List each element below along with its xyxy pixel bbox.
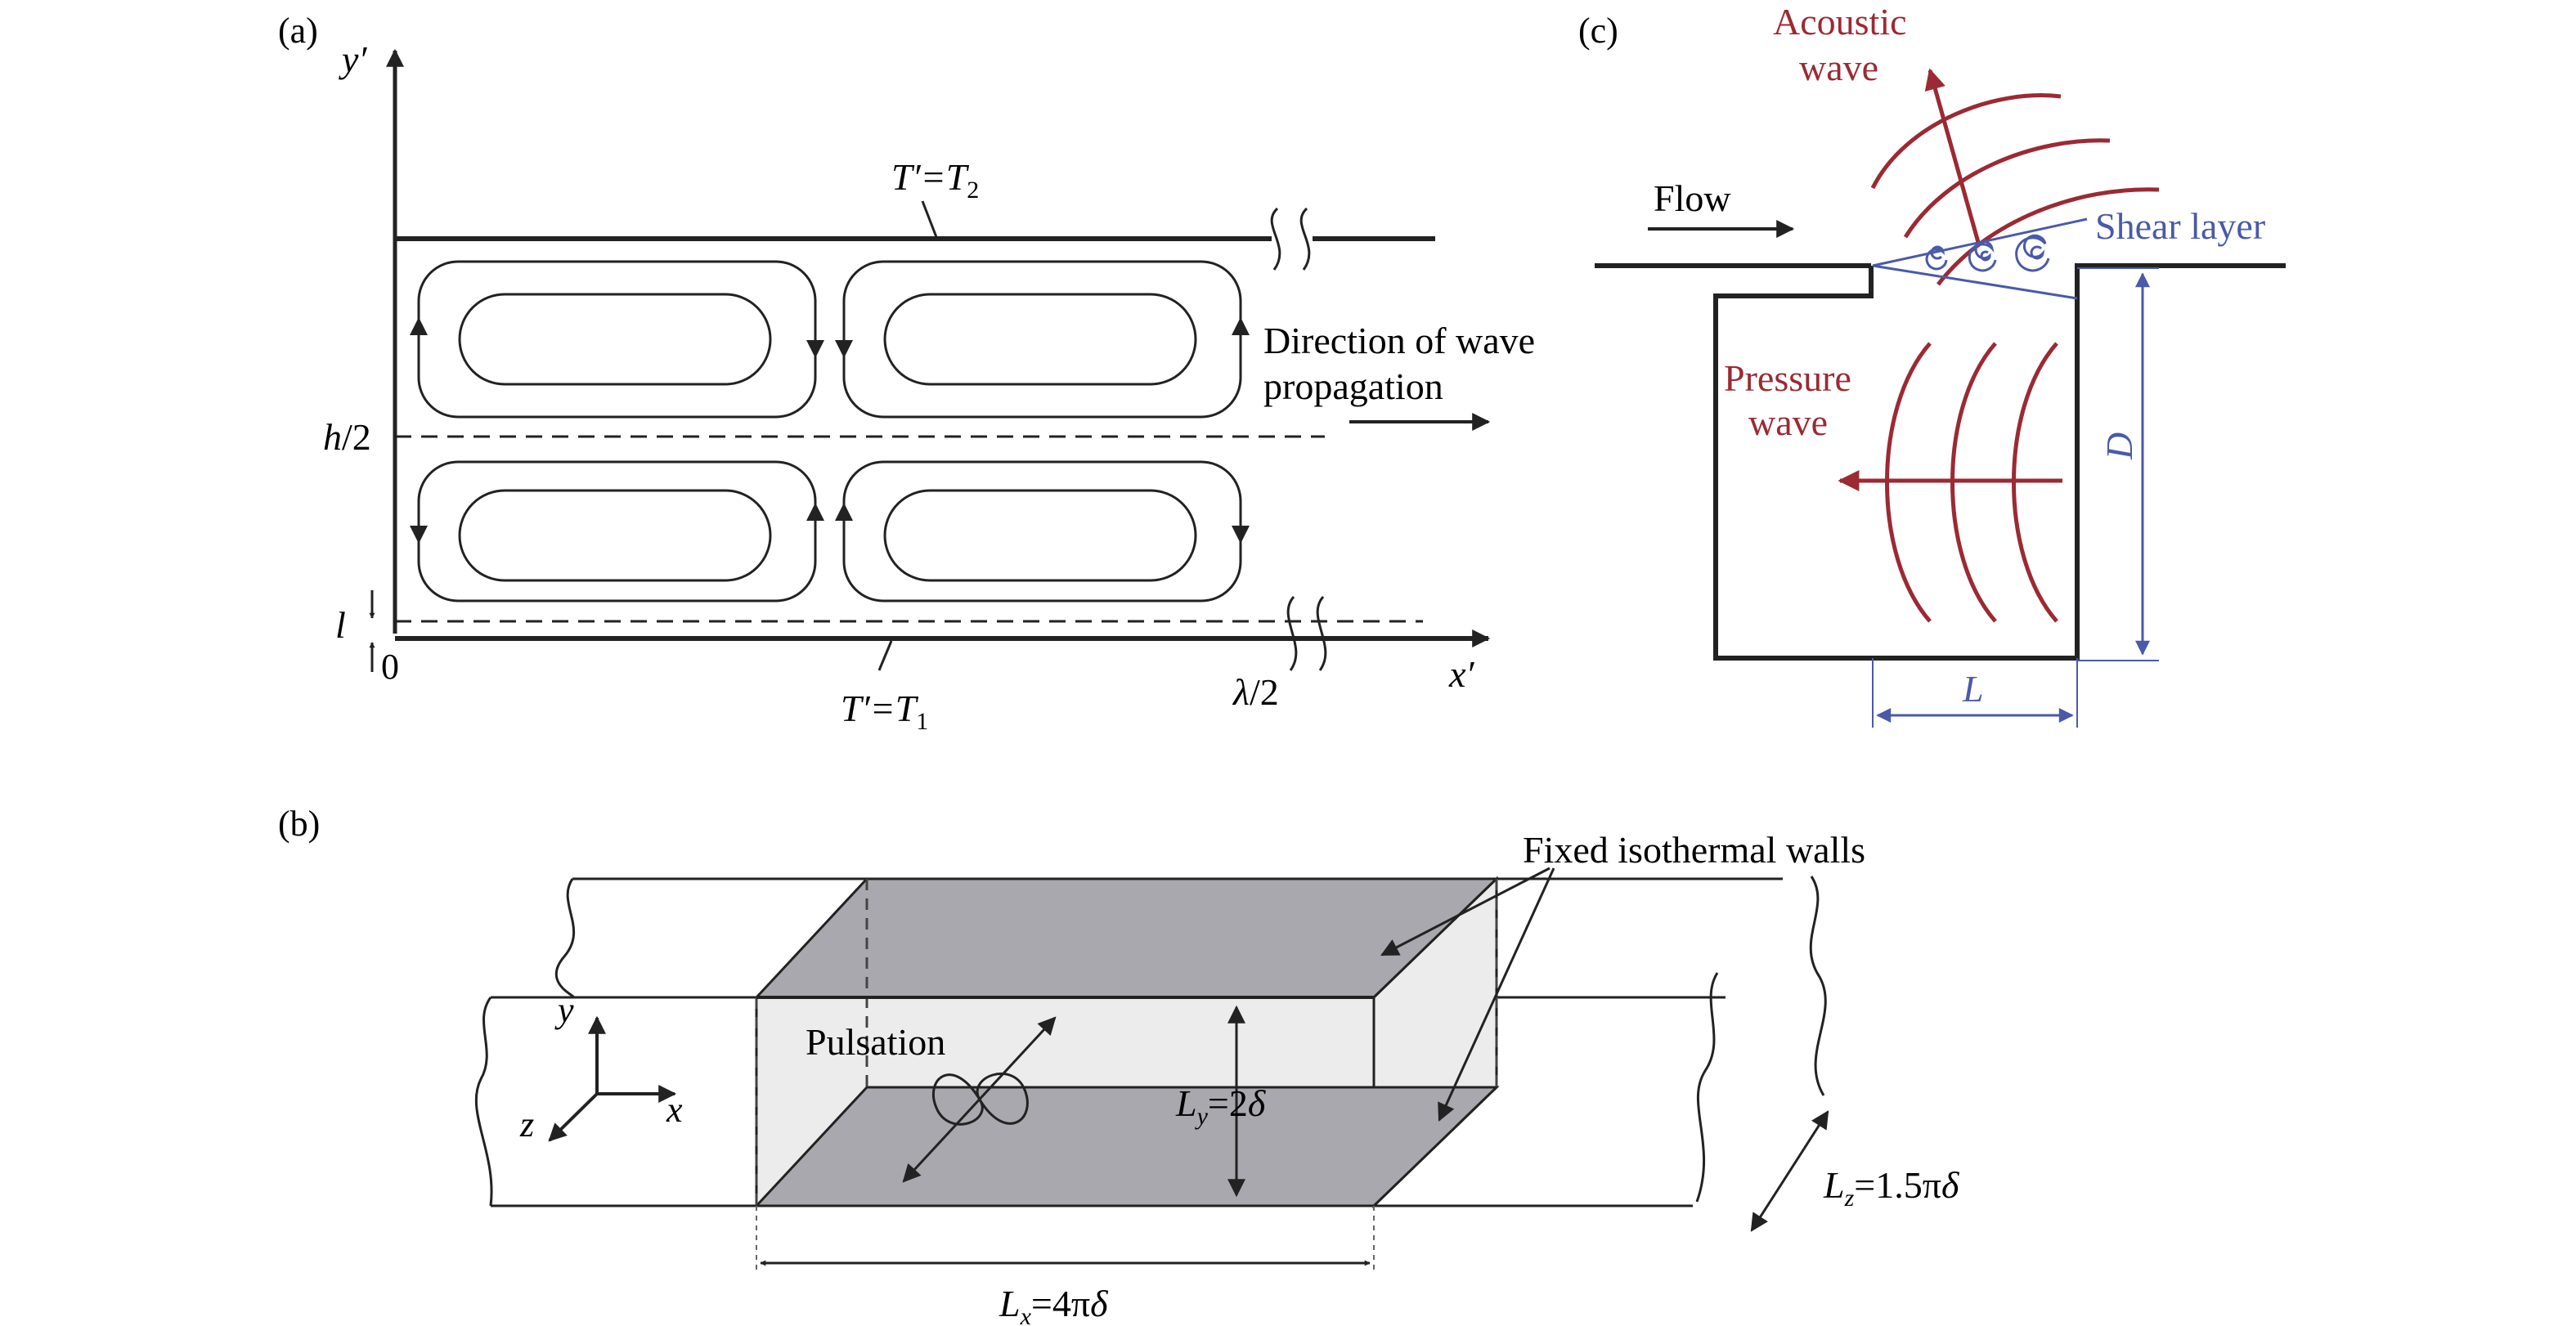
c-shear-layer-label: Shear layer xyxy=(2095,205,2265,247)
a-layer-label: l xyxy=(335,604,346,646)
c-pressure-line1: Pressure xyxy=(1724,357,1851,399)
c-flow-label: Flow xyxy=(1654,177,1731,219)
a-half-height-label: h/2 xyxy=(323,416,371,458)
a-x-axis-label: x′ xyxy=(1448,653,1474,695)
a-propagation-line1: Direction of wave xyxy=(1263,320,1535,361)
b-pulsation-label: Pulsation xyxy=(806,1021,945,1063)
a-bottom-break xyxy=(1286,596,1327,671)
c-shear-layer xyxy=(1872,217,2088,300)
a-origin-label: 0 xyxy=(381,647,399,687)
a-top-leader xyxy=(921,200,938,238)
c-pressure-line2: wave xyxy=(1748,401,1828,443)
c-acoustic-line1: Acoustic xyxy=(1773,1,1907,43)
panel-a: (a) y′ T′=T2 x′ 0 T′=T1 h/2 l λ/2 Direct… xyxy=(278,11,1535,735)
panel-b-label: (b) xyxy=(278,804,320,844)
b-axis-z-label: z xyxy=(519,1104,534,1145)
b-ly-label: Ly=2δ xyxy=(1175,1082,1266,1130)
b-bottom-wall-face xyxy=(753,1086,1500,1207)
b-walls-arrow-top xyxy=(1380,867,1551,956)
b-axis-y-label: y xyxy=(554,990,574,1030)
a-bottom-leader xyxy=(877,640,893,671)
b-lz-label: Lz=1.5πδ xyxy=(1823,1164,1959,1212)
b-pulsation-infinity xyxy=(931,1073,1029,1126)
c-l-label: L xyxy=(1962,668,1984,710)
a-y-axis-label: y′ xyxy=(339,38,367,80)
a-half-wavelength-label: λ/2 xyxy=(1232,671,1279,713)
b-walls-arrow-bottom xyxy=(1438,867,1555,1122)
b-lz-dimension xyxy=(1750,1110,1829,1232)
a-bottom-wall-label: T′=T1 xyxy=(841,688,928,735)
c-cavity-walls xyxy=(1595,263,2286,661)
c-acoustic-wavefronts xyxy=(1870,93,2160,286)
a-cell-flow-arrows xyxy=(410,317,1250,544)
panel-c-label: (c) xyxy=(1578,11,1618,51)
b-hidden-edges xyxy=(755,879,1498,1206)
panel-b: (b) Fixed isothermal walls xyxy=(278,804,1959,1326)
b-channel-outline xyxy=(474,876,1827,1207)
a-top-wall-label: T′=T2 xyxy=(891,156,979,204)
a-top-break xyxy=(1270,207,1311,271)
a-convection-cells xyxy=(417,260,1242,603)
b-lx-label: Lx=4πδ xyxy=(999,1283,1108,1326)
b-axis-x-label: x xyxy=(666,1090,683,1130)
b-walls-label: Fixed isothermal walls xyxy=(1523,829,1865,871)
panel-a-label: (a) xyxy=(278,11,318,51)
c-acoustic-arrow xyxy=(1924,68,1981,246)
panel-c: (c) Acoustic wave Flow Shear layer Press xyxy=(1578,1,2286,728)
c-acoustic-line2: wave xyxy=(1799,47,1878,88)
c-pressure-wavefronts xyxy=(1885,342,2058,623)
b-axis-z xyxy=(548,1092,599,1142)
a-propagation-line2: propagation xyxy=(1263,365,1443,407)
c-d-label: D xyxy=(2098,432,2140,460)
